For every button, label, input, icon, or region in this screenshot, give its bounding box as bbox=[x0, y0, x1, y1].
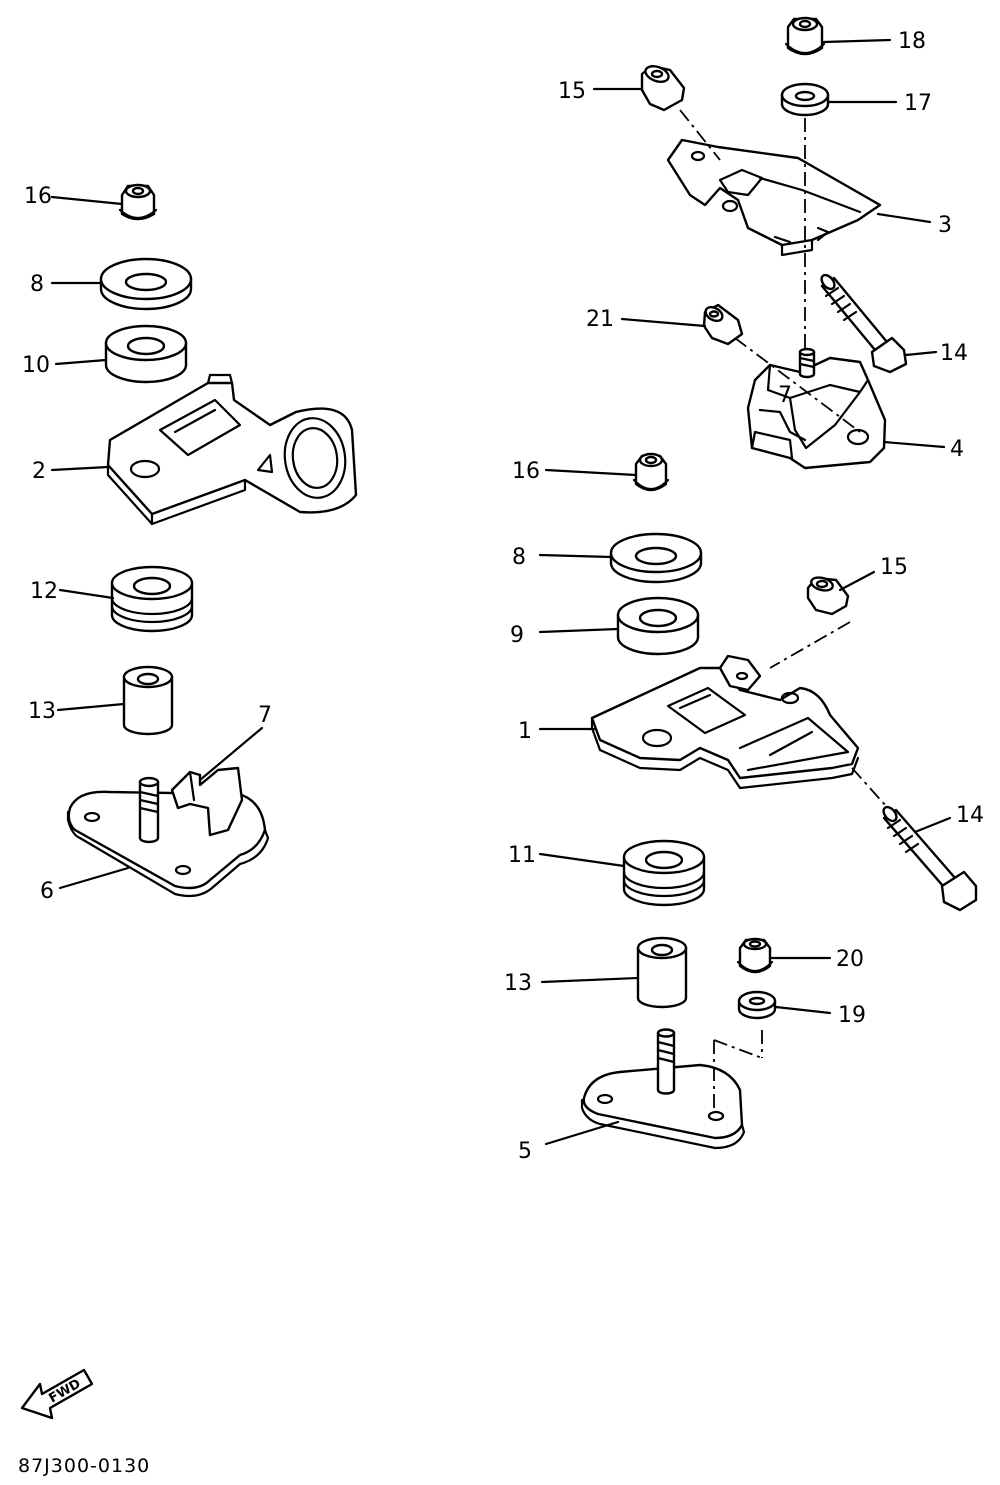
part-2-bracket[interactable] bbox=[106, 373, 358, 526]
part-9-rubber-mount[interactable] bbox=[616, 596, 700, 656]
callout-3: 3 bbox=[938, 213, 952, 238]
callout-14-lower: 14 bbox=[956, 803, 984, 828]
callout-21: 21 bbox=[586, 307, 614, 332]
callout-15-mid: 15 bbox=[880, 555, 908, 580]
callout-4: 4 bbox=[950, 437, 964, 462]
part-17-washer[interactable] bbox=[780, 82, 830, 117]
callout-labels: 16 8 10 2 12 13 7 6 18 15 17 3 14 21 7 4… bbox=[22, 29, 984, 1164]
callout-17: 17 bbox=[904, 91, 932, 116]
callout-6: 6 bbox=[40, 879, 54, 904]
forward-direction-arrow: FWD bbox=[20, 1368, 94, 1420]
part-5-base-plate[interactable] bbox=[580, 1028, 746, 1150]
callout-9: 9 bbox=[510, 623, 524, 648]
part-6-base-plate[interactable] bbox=[66, 766, 270, 898]
part-14-bolt-lower[interactable] bbox=[881, 805, 978, 912]
callout-20: 20 bbox=[836, 947, 864, 972]
part-14-bolt-upper[interactable] bbox=[819, 273, 908, 374]
callout-7-right: 7 bbox=[778, 383, 792, 408]
part-15-nut-top[interactable] bbox=[640, 63, 686, 112]
drawing-code: 87J300-0130 bbox=[18, 1455, 150, 1477]
part-15-nut-mid[interactable] bbox=[806, 575, 850, 616]
part-18-nut[interactable] bbox=[784, 16, 826, 56]
part-16-nut-left[interactable] bbox=[118, 183, 158, 221]
part-8-washer-right[interactable] bbox=[609, 532, 703, 584]
callout-5: 5 bbox=[518, 1139, 532, 1164]
part-16-nut-right[interactable] bbox=[632, 452, 670, 492]
part-3-bracket[interactable] bbox=[666, 138, 882, 257]
callout-8-left: 8 bbox=[30, 272, 44, 297]
callout-13-left: 13 bbox=[28, 699, 56, 724]
callout-12: 12 bbox=[30, 579, 58, 604]
callout-1: 1 bbox=[518, 719, 532, 744]
callout-16-right: 16 bbox=[512, 459, 540, 484]
part-10-rubber-mount[interactable] bbox=[104, 324, 188, 384]
part-13-collar-left[interactable] bbox=[122, 665, 174, 736]
left-leader-lines bbox=[50, 195, 264, 890]
right-leader-lines bbox=[538, 38, 952, 1146]
part-12-grommet[interactable] bbox=[110, 565, 194, 633]
callout-19: 19 bbox=[838, 1003, 866, 1028]
callout-15-top: 15 bbox=[558, 79, 586, 104]
assembly-center-lines bbox=[679, 109, 887, 1112]
callout-11: 11 bbox=[508, 843, 536, 868]
callout-18: 18 bbox=[898, 29, 926, 54]
part-1-bracket[interactable] bbox=[590, 654, 860, 790]
callout-7-left: 7 bbox=[258, 703, 272, 728]
part-19-washer[interactable] bbox=[737, 990, 777, 1020]
part-11-grommet[interactable] bbox=[622, 839, 706, 907]
part-8-washer-left[interactable] bbox=[99, 257, 193, 311]
part-20-nut[interactable] bbox=[736, 937, 774, 974]
callout-14-upper: 14 bbox=[940, 341, 968, 366]
callout-2: 2 bbox=[32, 459, 46, 484]
callout-16-left: 16 bbox=[24, 184, 52, 209]
part-4-mount-block[interactable] bbox=[746, 347, 887, 470]
callout-8-right: 8 bbox=[512, 545, 526, 570]
callout-10: 10 bbox=[22, 353, 50, 378]
part-13-collar-right[interactable] bbox=[636, 936, 688, 1009]
callout-13-right: 13 bbox=[504, 971, 532, 996]
